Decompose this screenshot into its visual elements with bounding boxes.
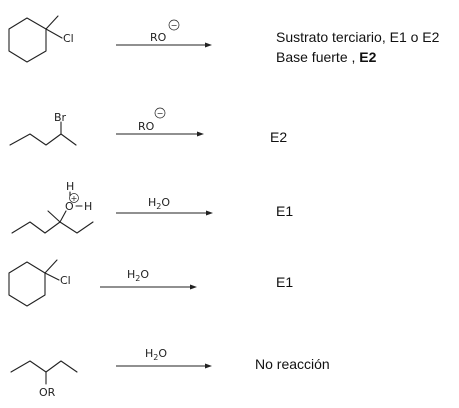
reaction-2: Br RO − E2 [9, 107, 287, 146]
reagent-label: RO [138, 120, 155, 133]
reagent-2: RO − [138, 107, 166, 133]
reagent-label: H2O [127, 268, 149, 283]
reagent-label: RO [150, 31, 167, 44]
negative-charge-icon [154, 107, 166, 119]
reagent-label: H2O [148, 196, 170, 211]
substrate-1-tertiary-chloride: Cl [8, 15, 74, 63]
negative-charge-icon [168, 19, 180, 31]
reaction-1: Cl RO − Sustrato terciario, E1 o E2 Base… [8, 15, 440, 65]
plus-charge-label: + [71, 194, 78, 203]
reaction-arrow-3 [116, 210, 213, 216]
result-2: E2 [270, 129, 287, 145]
result-line-1: E1 [276, 203, 293, 219]
oxygen-label: O [65, 200, 74, 213]
hydrogen-top-label: H [66, 180, 74, 193]
result-bold-e2: E2 [359, 49, 376, 65]
reaction-5: OR H2O No reacción [10, 347, 330, 399]
result-line-1: E2 [270, 129, 287, 145]
result-5: No reacción [255, 356, 330, 372]
charge-label: − [171, 21, 178, 30]
result-line-1: No reacción [255, 356, 330, 372]
reaction-arrow-1 [116, 42, 212, 48]
or-group-label: OR [39, 386, 56, 399]
result-line-1: Sustrato terciario, E1 o E2 [276, 29, 440, 45]
result-4: E1 [276, 274, 293, 290]
reagent-1: RO − [150, 19, 180, 44]
substrate-2-secondary-bromide: Br [9, 111, 77, 146]
substrate-3-protonated-alcohol: H O H + [11, 180, 94, 234]
positive-charge-icon [69, 193, 79, 203]
result-1: Sustrato terciario, E1 o E2 Base fuerte … [276, 29, 440, 65]
substrate-4-tertiary-chloride: Cl [8, 259, 71, 307]
reaction-arrow-2 [116, 131, 204, 137]
reaction-4: Cl H2O E1 [8, 259, 293, 307]
result-line-1: E1 [276, 274, 293, 290]
reaction-arrow-5 [116, 363, 212, 369]
chlorine-label: Cl [63, 32, 74, 45]
reagent-3: H2O [148, 196, 170, 211]
reagent-5: H2O [145, 347, 167, 362]
bromine-label: Br [54, 111, 67, 124]
reagent-label: H2O [145, 347, 167, 362]
result-3: E1 [276, 203, 293, 219]
result-line-2: Base fuerte , E2 [276, 49, 377, 65]
reaction-arrow-4 [100, 284, 197, 290]
reagent-4: H2O [127, 268, 149, 283]
substrate-5-ether: OR [10, 360, 78, 399]
charge-label: − [157, 109, 164, 118]
chlorine-label: Cl [60, 274, 71, 287]
reaction-3: H O H + H2O E1 [11, 180, 293, 234]
hydrogen-right-label: H [84, 200, 92, 213]
